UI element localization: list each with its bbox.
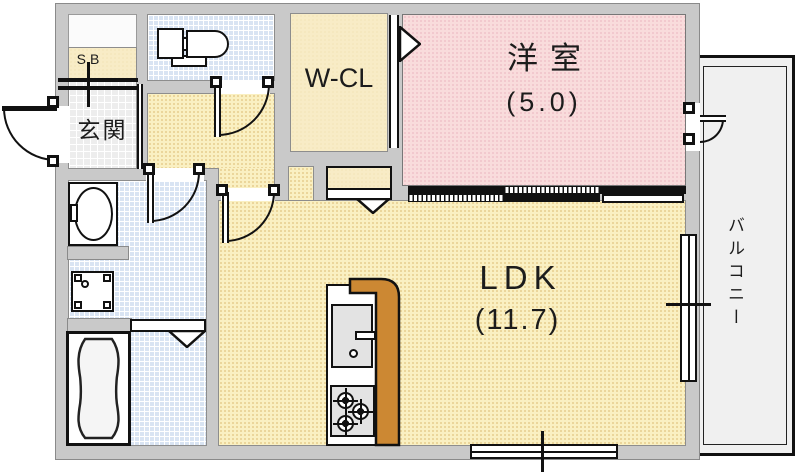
sliding-door-track (408, 194, 504, 202)
washroom-area (68, 180, 207, 446)
kitchen-faucet-icon (355, 331, 376, 340)
wcl-label: W-CL (304, 63, 374, 93)
toilet-door-hinge (210, 76, 222, 88)
balcony-door-hinge (683, 102, 695, 114)
wcl-door-track (389, 15, 399, 148)
walk-in-closet-area (290, 13, 388, 152)
washroom-door-hinge (143, 163, 155, 175)
washroom-door-catch (193, 163, 205, 175)
wash-basin-icon (74, 187, 113, 241)
toilet-door-catch (262, 76, 274, 88)
bath-folding-door-icon (168, 330, 206, 348)
washroom-door-leaf (147, 172, 154, 223)
ldk-door-hinge (216, 184, 228, 196)
balcony-door-leaf (700, 115, 726, 122)
ldk-south-window-tick (541, 431, 544, 472)
alcove-folding-door-icon (356, 198, 390, 214)
shoe-shelf-line-2 (58, 86, 138, 90)
bedroom-label-group: 洋室 (5.0) (402, 33, 686, 118)
bedroom-label: 洋室 (507, 41, 593, 76)
balcony-label: バルコニー (725, 216, 744, 331)
shoe-shelf-line-1 (58, 78, 138, 82)
toilet-tank (157, 28, 184, 59)
shoe-box-marker-line (87, 62, 90, 107)
toilet-knob (182, 37, 188, 51)
entrance-step-line (137, 84, 143, 169)
sliding-door-panel (600, 186, 686, 194)
entrance-door-arc (3, 108, 56, 161)
bathtub-icon (77, 337, 120, 440)
washing-machine-pan-icon (71, 271, 114, 312)
bedroom-size: (5.0) (506, 87, 582, 117)
entrance-label: 玄関 (77, 117, 128, 143)
sliding-door-panel (408, 186, 504, 194)
balcony-door-catch (683, 133, 695, 145)
entrance-door-opening (55, 106, 70, 163)
storage-alcove (326, 166, 392, 190)
ldk-area (218, 200, 686, 446)
entrance-door-leaf (2, 106, 57, 111)
shoe-box-area (68, 47, 137, 80)
hallway-ldk-passage (288, 166, 314, 201)
sink-drain-icon (349, 349, 358, 358)
sliding-door-panel-open (602, 194, 684, 203)
entrance-upper-space (68, 14, 137, 48)
entrance-door-hinge (47, 96, 59, 108)
faucet-icon (70, 204, 78, 222)
balcony-window-tick (666, 303, 711, 306)
bedroom-area (402, 14, 686, 186)
wcl-folding-door-icon (399, 26, 421, 62)
balcony-inner-line (703, 66, 787, 445)
gas-stove-icon (330, 385, 375, 437)
drain-icon (81, 280, 89, 288)
wall-stub-bath (67, 318, 132, 332)
ldk-door-leaf (222, 192, 229, 243)
ldk-label: LDK (479, 259, 562, 296)
wall-stub-vanity (67, 246, 129, 260)
toilet-door-leaf (214, 84, 221, 137)
kitchen-counter-top (348, 277, 401, 447)
sliding-door-track (504, 186, 600, 194)
sliding-door-panel (504, 194, 600, 202)
balcony-window (680, 234, 697, 382)
toilet-icon (186, 30, 229, 58)
ldk-south-window (470, 444, 618, 459)
ldk-door-catch (268, 184, 280, 196)
ldk-size: (11.7) (474, 304, 561, 336)
ldk-label-group: LDK (11.7) (425, 259, 610, 337)
entrance-door-catch (47, 155, 59, 167)
shoe-box-label: SB (76, 51, 104, 67)
